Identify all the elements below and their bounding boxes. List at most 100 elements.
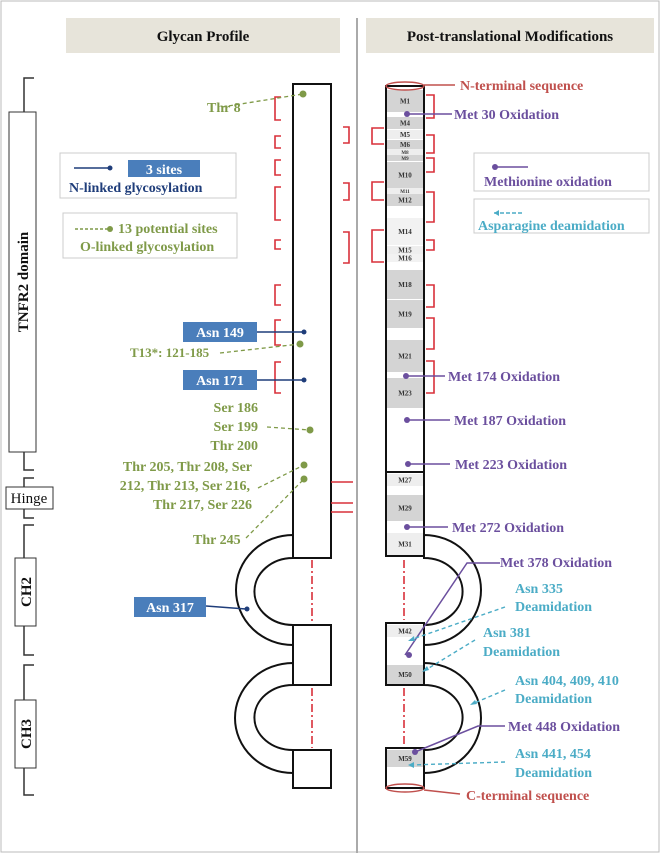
- segment-label-m16: M16: [398, 255, 412, 263]
- segment-m5: [387, 130, 423, 139]
- n-site-asn171: Asn 171: [196, 374, 244, 389]
- segment-m18: [387, 270, 423, 299]
- n-site-asn149-badge: [183, 322, 257, 342]
- n-glyco-count: 3 sites: [146, 163, 183, 178]
- segment-label-m5: M5: [400, 131, 411, 139]
- o-site-group1-line2: Ser 199: [214, 420, 258, 435]
- c-terminal-label: C-terminal sequence: [466, 789, 589, 804]
- ch3-label: CH3: [19, 719, 35, 749]
- deamidation-asn441-type: Deamidation: [515, 766, 592, 781]
- segment-label-m42: M42: [398, 628, 412, 636]
- glycan-disulfide-bonds: [274, 96, 353, 513]
- segment-m11: [387, 188, 423, 194]
- o-glyco-legend-marker: [107, 226, 113, 232]
- tnfr2-domain-box: [8, 111, 37, 453]
- n-site-asn317: Asn 317: [146, 601, 194, 616]
- segment-label-m8: M8: [401, 151, 409, 156]
- n-glyco-label: N-linked glycosylation: [69, 181, 203, 196]
- segment-m8: [387, 149, 423, 155]
- ch3-box: [14, 699, 37, 769]
- segment-m42: [387, 625, 423, 637]
- segment-label-m14: M14: [398, 228, 412, 236]
- oxidation-met223: Met 223 Oxidation: [455, 458, 567, 473]
- c-terminal-marker: [385, 783, 425, 793]
- segment-label-m19: M19: [398, 311, 412, 319]
- deamidation-asn335: Asn 335: [515, 582, 563, 597]
- segment-label-m10: M10: [398, 172, 412, 180]
- deamidation-asn441: Asn 441, 454: [515, 747, 591, 762]
- deamidation-asn335-type: Deamidation: [515, 600, 592, 615]
- n-site-asn149: Asn 149: [196, 326, 244, 341]
- segment-m19: [387, 300, 423, 328]
- segment-m21: [387, 340, 423, 372]
- oxidation-met448: Met 448 Oxidation: [508, 720, 620, 735]
- ptm-header-title: Post-translational Modifications: [407, 29, 613, 45]
- oxidation-leaders: [404, 113, 505, 753]
- o-site-group2-line3: Thr 217, Ser 226: [153, 498, 252, 513]
- segment-m1: [387, 90, 423, 112]
- glycan-header-title: Glycan Profile: [157, 29, 250, 45]
- o-glyco-markers: [296, 90, 314, 483]
- segment-label-m11: M11: [400, 190, 410, 195]
- segment-label-m18: M18: [398, 281, 412, 289]
- o-site-t13: T13*: 121-185: [130, 345, 210, 360]
- ptm-disulfide-bonds: [371, 94, 435, 394]
- oxidation-legend-label: Methionine oxidation: [484, 175, 612, 190]
- segment-m9: [387, 155, 423, 161]
- segment-m27: [387, 474, 423, 486]
- segment-label-m29: M29: [398, 505, 412, 513]
- oxidation-met272: Met 272 Oxidation: [452, 521, 564, 536]
- segment-label-m12: M12: [398, 197, 412, 205]
- segment-m14: [387, 218, 423, 245]
- segment-label-m21: M21: [398, 353, 412, 361]
- n-terminal-marker: [385, 81, 425, 91]
- o-site-group1-line1: Ser 186: [214, 401, 258, 416]
- ch2-label: CH2: [19, 577, 35, 607]
- oxidation-met174: Met 174 Oxidation: [448, 370, 560, 385]
- segment-m31: [387, 533, 423, 555]
- segment-m23: [387, 378, 423, 408]
- ch2-box: [14, 557, 37, 627]
- o-glyco-leaders: [219, 93, 311, 539]
- oxidation-met30: Met 30 Oxidation: [454, 108, 559, 123]
- deamidation-asn404-type: Deamidation: [515, 692, 592, 707]
- segment-label-m6: M6: [400, 141, 411, 149]
- segment-label-m50: M50: [398, 671, 412, 679]
- oxidation-markers: [403, 111, 418, 755]
- segment-label-m31: M31: [398, 541, 412, 549]
- oxidation-met378: Met 378 Oxidation: [500, 556, 612, 571]
- c-terminal-leader: [423, 789, 461, 795]
- deamidation-legend-arrow: [494, 210, 499, 216]
- ptm-segments: [387, 90, 423, 767]
- oxidation-met187: Met 187 Oxidation: [454, 414, 566, 429]
- n-glyco-legend-marker: [107, 165, 113, 171]
- segment-label-m27: M27: [398, 477, 412, 485]
- segment-m50: [387, 665, 423, 684]
- deamidation-legend-label: Asparagine deamidation: [478, 219, 625, 234]
- segment-label-m15: M15: [398, 247, 412, 255]
- tnfr2-domain-label: TNFR2 domain: [16, 231, 32, 332]
- o-site-group1-line3: Thr 200: [210, 439, 258, 454]
- segment-m15: [387, 246, 423, 254]
- segment-m10: [387, 162, 423, 188]
- segment-m6: [387, 140, 423, 149]
- o-glyco-count: 13 potential sites: [118, 222, 218, 237]
- n-terminal-label: N-terminal sequence: [460, 79, 583, 94]
- segment-label-m4: M4: [400, 120, 411, 128]
- segment-m12: [387, 194, 423, 206]
- hinge-label: Hinge: [11, 491, 48, 507]
- n-site-asn317-badge: [134, 597, 206, 617]
- segment-label-m59: M59: [398, 755, 412, 763]
- o-site-group2-line2: 212, Thr 213, Ser 216,: [120, 479, 250, 494]
- deamidation-legend: [473, 198, 650, 234]
- segment-label-m23: M23: [398, 390, 412, 398]
- segment-m4: [387, 117, 423, 129]
- n-site-asn171-badge: [183, 370, 257, 390]
- ptm-segment-labels: M1M4M5M6M8M9M10M11M12M14M15M16M18M19M21M…: [398, 98, 412, 764]
- segment-label-m1: M1: [400, 98, 411, 106]
- o-site-thr8: Thr 8: [207, 101, 241, 116]
- segment-m16: [387, 254, 423, 262]
- hinge-box: [5, 486, 54, 510]
